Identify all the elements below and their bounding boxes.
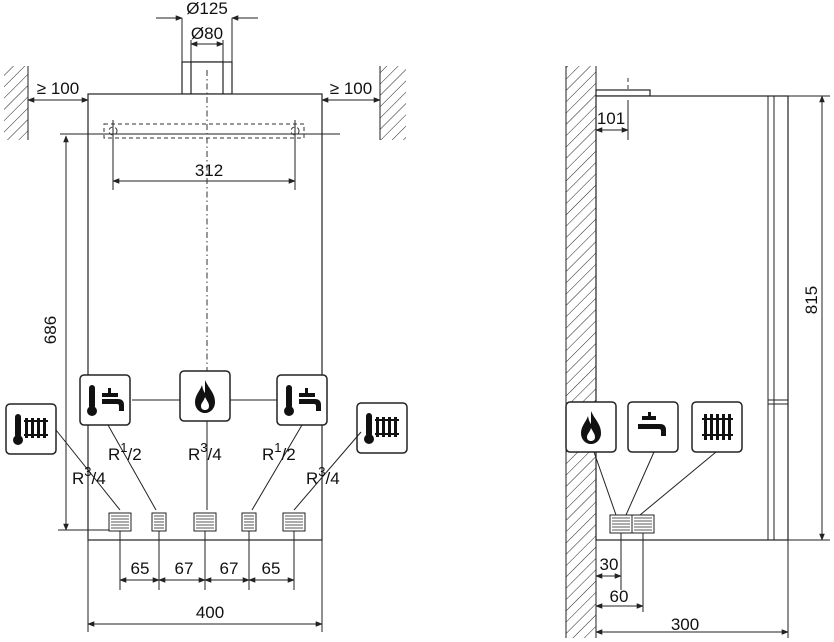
height-dim-815: 815 bbox=[802, 286, 821, 314]
side-pipe-1 bbox=[609, 514, 633, 534]
spacing-dim-1: 65 bbox=[131, 559, 150, 578]
label-heating-return: R3/4 bbox=[306, 464, 340, 488]
pipe-heating-flow bbox=[108, 512, 132, 532]
right-wall-hatch bbox=[380, 66, 406, 140]
clearance-left: ≥ 100 bbox=[37, 79, 79, 98]
gas-flame-icon bbox=[179, 370, 231, 422]
boiler-front-outline bbox=[87, 93, 323, 541]
side-wall-hatch bbox=[566, 66, 596, 638]
flue-inner-diameter: Ø80 bbox=[191, 24, 223, 43]
flue-offset-dim: 101 bbox=[597, 109, 625, 128]
boiler-side-outline bbox=[595, 95, 789, 541]
pipe-heating-return bbox=[282, 512, 306, 532]
hot-water-tap-icon bbox=[79, 374, 131, 426]
side-pipe-2 bbox=[631, 514, 655, 534]
bracket-spacing-dim: 312 bbox=[195, 161, 223, 180]
pipe-hot-water bbox=[151, 512, 167, 532]
depth-dim-300: 300 bbox=[671, 615, 699, 634]
radiator-return-icon bbox=[356, 402, 408, 454]
spacing-dim-4: 65 bbox=[262, 559, 281, 578]
front-view: Ø125 Ø80 ≥ 100 ≥ 100 312 686 bbox=[4, 0, 408, 632]
left-wall-hatch bbox=[4, 66, 28, 140]
spacing-dim-3: 67 bbox=[220, 559, 239, 578]
radiator-flow-icon bbox=[5, 403, 57, 455]
flue-outer-diameter: Ø125 bbox=[186, 0, 228, 18]
width-dim-400: 400 bbox=[196, 603, 224, 622]
height-dim-686: 686 bbox=[41, 316, 60, 344]
label-heating-flow: R3/4 bbox=[72, 464, 106, 488]
label-hot-water: R1/2 bbox=[108, 440, 142, 464]
clearance-right: ≥ 100 bbox=[330, 79, 372, 98]
label-gas: R3/4 bbox=[188, 440, 222, 464]
pipe-gas bbox=[193, 512, 217, 532]
pipe-cold-water bbox=[241, 512, 257, 532]
label-cold-water: R1/2 bbox=[262, 440, 296, 464]
pipe-offset-30: 30 bbox=[600, 555, 619, 574]
side-radiator-icon bbox=[691, 401, 743, 453]
side-view: 101 815 30 60 300 bbox=[565, 66, 830, 638]
cold-water-tap-icon bbox=[276, 374, 328, 426]
wall-bracket bbox=[103, 123, 305, 139]
side-tap-icon bbox=[627, 401, 679, 453]
side-flue bbox=[595, 89, 651, 97]
side-gas-flame-icon bbox=[565, 401, 617, 453]
pipe-offset-60: 60 bbox=[610, 587, 629, 606]
spacing-dim-2: 67 bbox=[175, 559, 194, 578]
